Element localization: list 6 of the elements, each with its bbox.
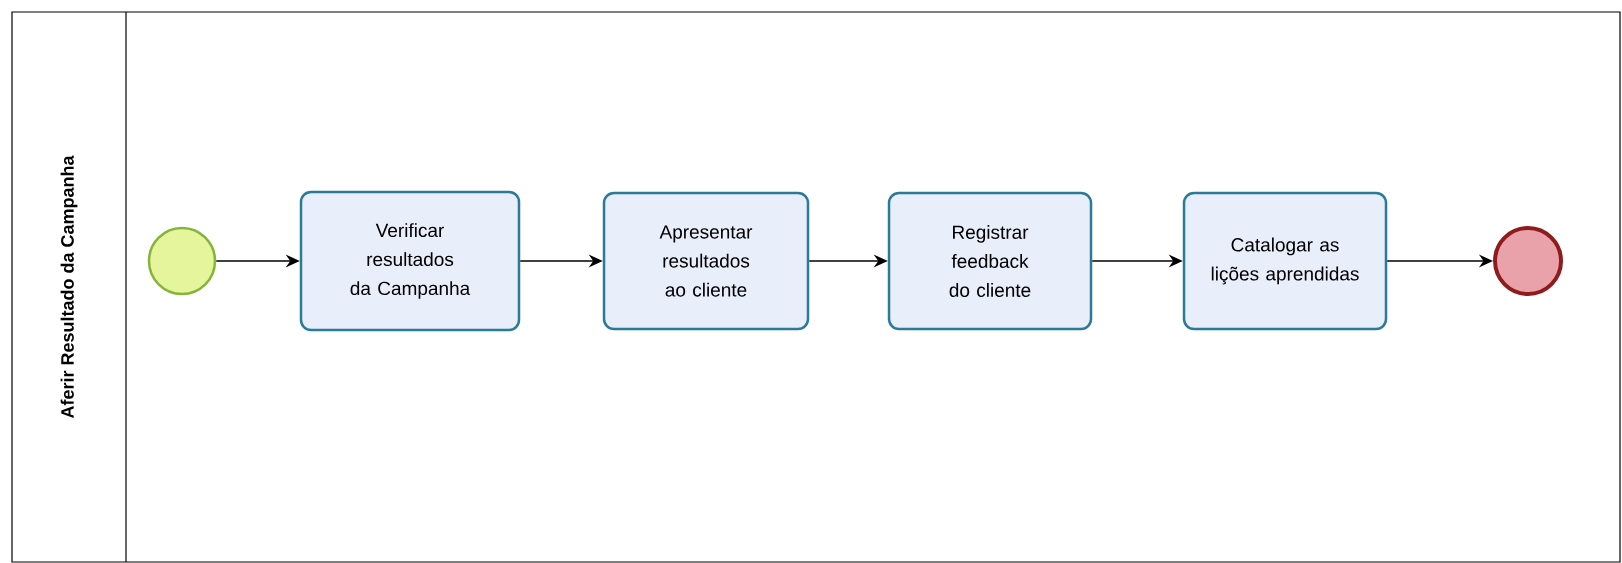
task-box: Catalogar as lições aprendidas (1182, 191, 1388, 331)
task-box: Apresentar resultados ao cliente (602, 191, 810, 331)
start-event-circle (147, 226, 217, 296)
task-box: Verificar resultados da Campanha (299, 190, 521, 332)
end-event-circle (1493, 226, 1563, 296)
task-box: Registrar feedback do cliente (887, 191, 1093, 331)
